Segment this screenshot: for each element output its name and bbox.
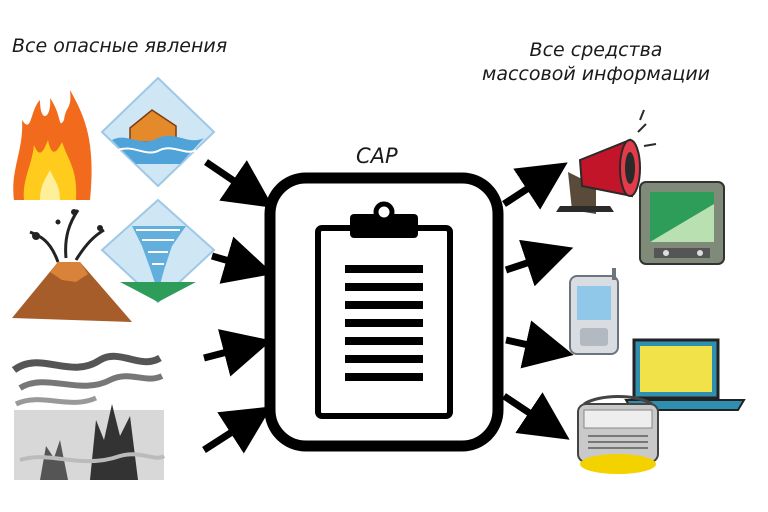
- arrow-in-3: [203, 329, 272, 377]
- media-title: Все средства массовой информации: [482, 38, 710, 86]
- volcano-icon: [12, 209, 132, 322]
- smoke-icon: [11, 352, 166, 480]
- radio-icon: [577, 395, 659, 474]
- media-title-line-2: массовой информации: [482, 63, 711, 85]
- arrow-in-2: [211, 236, 274, 284]
- media-title-line-1: Все средства: [529, 39, 663, 61]
- tornado-icon: [100, 198, 216, 304]
- television-icon: [639, 181, 725, 265]
- arrow-out-4: [502, 392, 570, 440]
- arrow-in-4: [202, 406, 272, 454]
- fire-icon: [13, 90, 92, 200]
- arrow-out-3: [505, 320, 574, 369]
- hazards-title: Все опасные явления: [12, 35, 228, 57]
- incoming-arrows: [202, 159, 274, 454]
- cap-title: CAP: [356, 144, 398, 168]
- outgoing-arrows: [502, 162, 574, 440]
- arrow-in-1: [204, 159, 274, 208]
- arrow-out-2: [504, 239, 574, 287]
- flood-icon: [100, 76, 216, 188]
- clipboard-icon: [315, 201, 453, 419]
- arrow-out-1: [502, 162, 568, 210]
- mobile-phone-icon: [569, 268, 619, 355]
- loudspeaker-icon: [556, 109, 657, 214]
